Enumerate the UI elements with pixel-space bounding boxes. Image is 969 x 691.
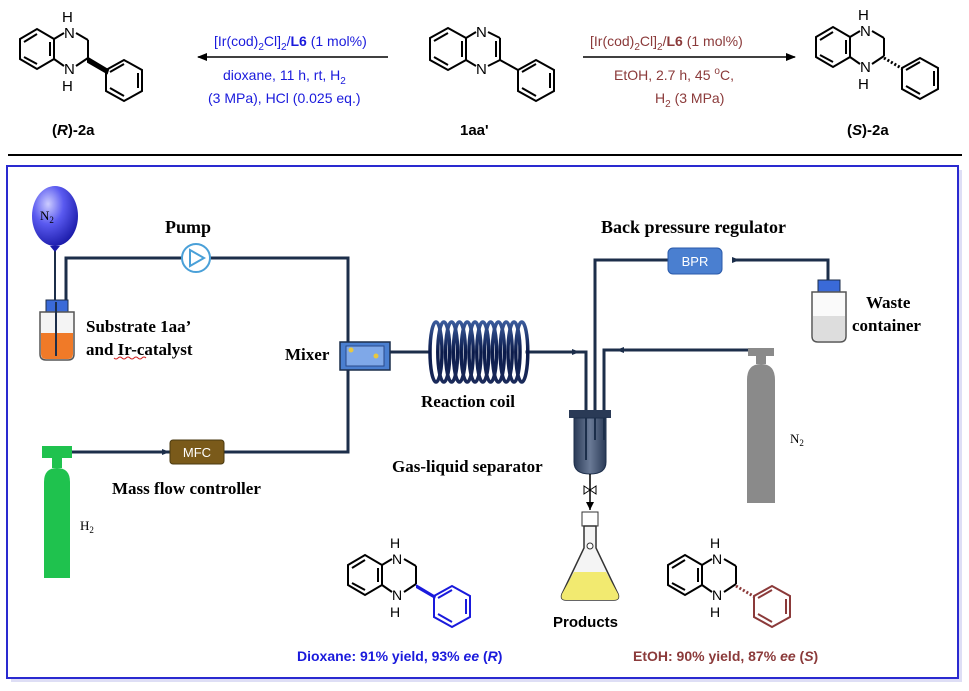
etoh-product-structure [667,553,737,597]
left-product-atom-n-bottom: N [64,61,75,78]
substrate-structure [429,26,555,103]
pump-icon [181,243,211,273]
pump-label: Pump [165,217,211,237]
gas-liquid-separator-icon [569,410,611,510]
etoh-atom-n-top: N [712,551,722,567]
separator-label: Gas-liquid separator [392,457,543,476]
n2-balloon-label: N2 [40,208,54,225]
waste-container-icon [811,279,847,343]
substrate-atom-n-top: N [476,24,487,41]
right-product-atom-h-top: H [858,7,869,24]
dioxane-result: Dioxane: 91% yield, 93% ee (R) [297,648,502,664]
left-product-label: (R)-2a [52,122,95,139]
left-product-atom-h-top: H [62,9,73,26]
dioxane-wedge-bond [416,584,436,599]
n2-cylinder-icon [747,348,775,503]
left-conditions-line3: (3 MPa), HCl (0.025 eq.) [208,90,361,106]
n2-cylinder-label: N2 [790,431,804,448]
bpr-box-label: BPR [682,254,709,269]
coil-loop [443,320,460,384]
coil-loop [436,320,452,384]
flow-direction-arrow-n2 [616,347,624,353]
right-conditions-catalyst: [Ir(cod)2Cl]2/L6 (1 mol%) [590,33,743,53]
coil-loop [475,320,491,384]
substrate-feed-label: Substrate 1aa’ [86,317,191,336]
reaction-coil-icon [428,320,530,384]
dioxane-atom-n-top: N [392,551,402,567]
flow-direction-arrow-coil [572,349,580,355]
flow-direction-arrow-bpr [732,257,740,263]
h2-cylinder-label: H2 [80,518,94,535]
dioxane-atom-h-bottom: H [390,604,400,620]
right-product-atom-n-top: N [860,23,871,40]
mixer-icon [339,341,391,371]
flow-direction-arrow-mfc [162,449,170,455]
left-conditions-catalyst: [Ir(cod)2Cl]2/L6 (1 mol%) [214,33,367,53]
left-product-atom-h-bottom: H [62,78,73,95]
coil-loop [506,320,522,384]
etoh-phenyl-ring [753,584,791,629]
left-conditions-line2: dioxane, 11 h, rt, H2 [223,67,346,87]
right-conditions-line3: H2 (3 MPa) [655,90,724,110]
mfc-box [169,439,225,465]
right-product-atom-n-bottom: N [860,59,871,76]
coil-loop [482,320,499,384]
waste-label-line1: Waste [866,293,911,312]
substrate-bottle-icon [39,299,75,361]
substrate-atom-n-bottom: N [476,61,487,78]
spellcheck-underline [113,356,147,360]
etoh-atom-h-top: H [710,535,720,551]
etoh-result: EtOH: 90% yield, 87% ee (S) [633,648,818,664]
coil-loop [451,320,468,384]
products-label: Products [553,614,618,631]
right-product-atom-h-bottom: H [858,76,869,93]
etoh-atom-h-bottom: H [710,604,720,620]
coil-loop [459,320,475,384]
dioxane-product-structure [347,553,417,597]
flow-setup-frame [6,165,959,679]
dioxane-phenyl-ring [433,584,471,629]
n2-balloon-icon [32,186,78,302]
mixer-label: Mixer [285,345,330,364]
right-conditions-line2: EtOH, 2.7 h, 45 oC, [614,66,734,83]
waste-label-line2: container [852,316,921,335]
products-flask-icon [560,511,620,601]
coil-loop [498,320,514,384]
substrate-label: 1aa' [460,122,489,139]
coil-loop [467,320,483,384]
right-product-structure [815,25,939,101]
reaction-coil-label: Reaction coil [421,392,515,411]
coil-loop [490,320,507,384]
coil-loop [514,320,530,384]
coil-loop [428,320,444,384]
dioxane-atom-n-bottom: N [392,587,402,603]
left-product-atom-n-top: N [64,25,75,42]
etoh-atom-n-bottom: N [712,587,722,603]
mfc-box-label: MFC [183,445,211,460]
bpr-box [667,247,723,275]
left-product-structure [19,27,143,103]
h2-cylinder-icon [42,446,72,578]
mfc-label: Mass flow controller [112,479,261,498]
dioxane-atom-h-top: H [390,535,400,551]
right-product-label: (S)-2a [847,122,889,139]
catalyst-feed-label: and Ir-catalyst [86,340,193,359]
bpr-label: Back pressure regulator [601,217,786,237]
